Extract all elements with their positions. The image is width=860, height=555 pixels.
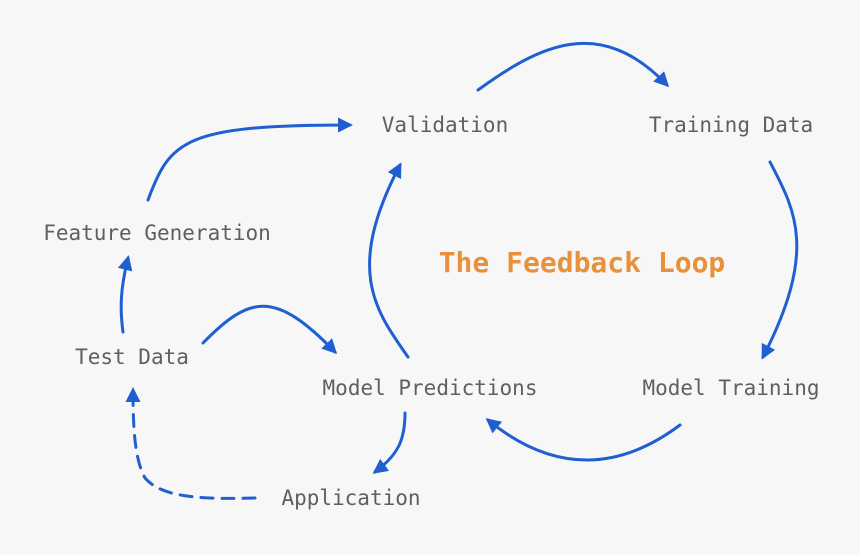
node-application: Application bbox=[281, 486, 420, 510]
edge-test-data-to-model-predictions bbox=[201, 304, 338, 355]
edge-validation-to-training-data bbox=[476, 41, 670, 92]
node-feature-generation: Feature Generation bbox=[43, 221, 271, 245]
node-model-training: Model Training bbox=[642, 376, 819, 400]
edge-application-to-test-data bbox=[125, 387, 257, 500]
edge-test-data-to-feature-generation bbox=[117, 255, 133, 334]
node-validation: Validation bbox=[382, 113, 508, 137]
edge-model-predictions-to-application bbox=[372, 411, 407, 474]
edge-feature-generation-to-validation bbox=[146, 117, 353, 202]
node-model-predictions: Model Predictions bbox=[323, 376, 538, 400]
node-training-data: Training Data bbox=[649, 113, 813, 137]
node-test-data: Test Data bbox=[75, 345, 189, 369]
edge-model-training-to-model-predictions bbox=[485, 418, 682, 462]
edge-model-predictions-to-validation bbox=[368, 162, 410, 359]
diagram-title: The Feedback Loop bbox=[439, 246, 726, 279]
edge-training-data-to-model-training bbox=[761, 160, 799, 360]
